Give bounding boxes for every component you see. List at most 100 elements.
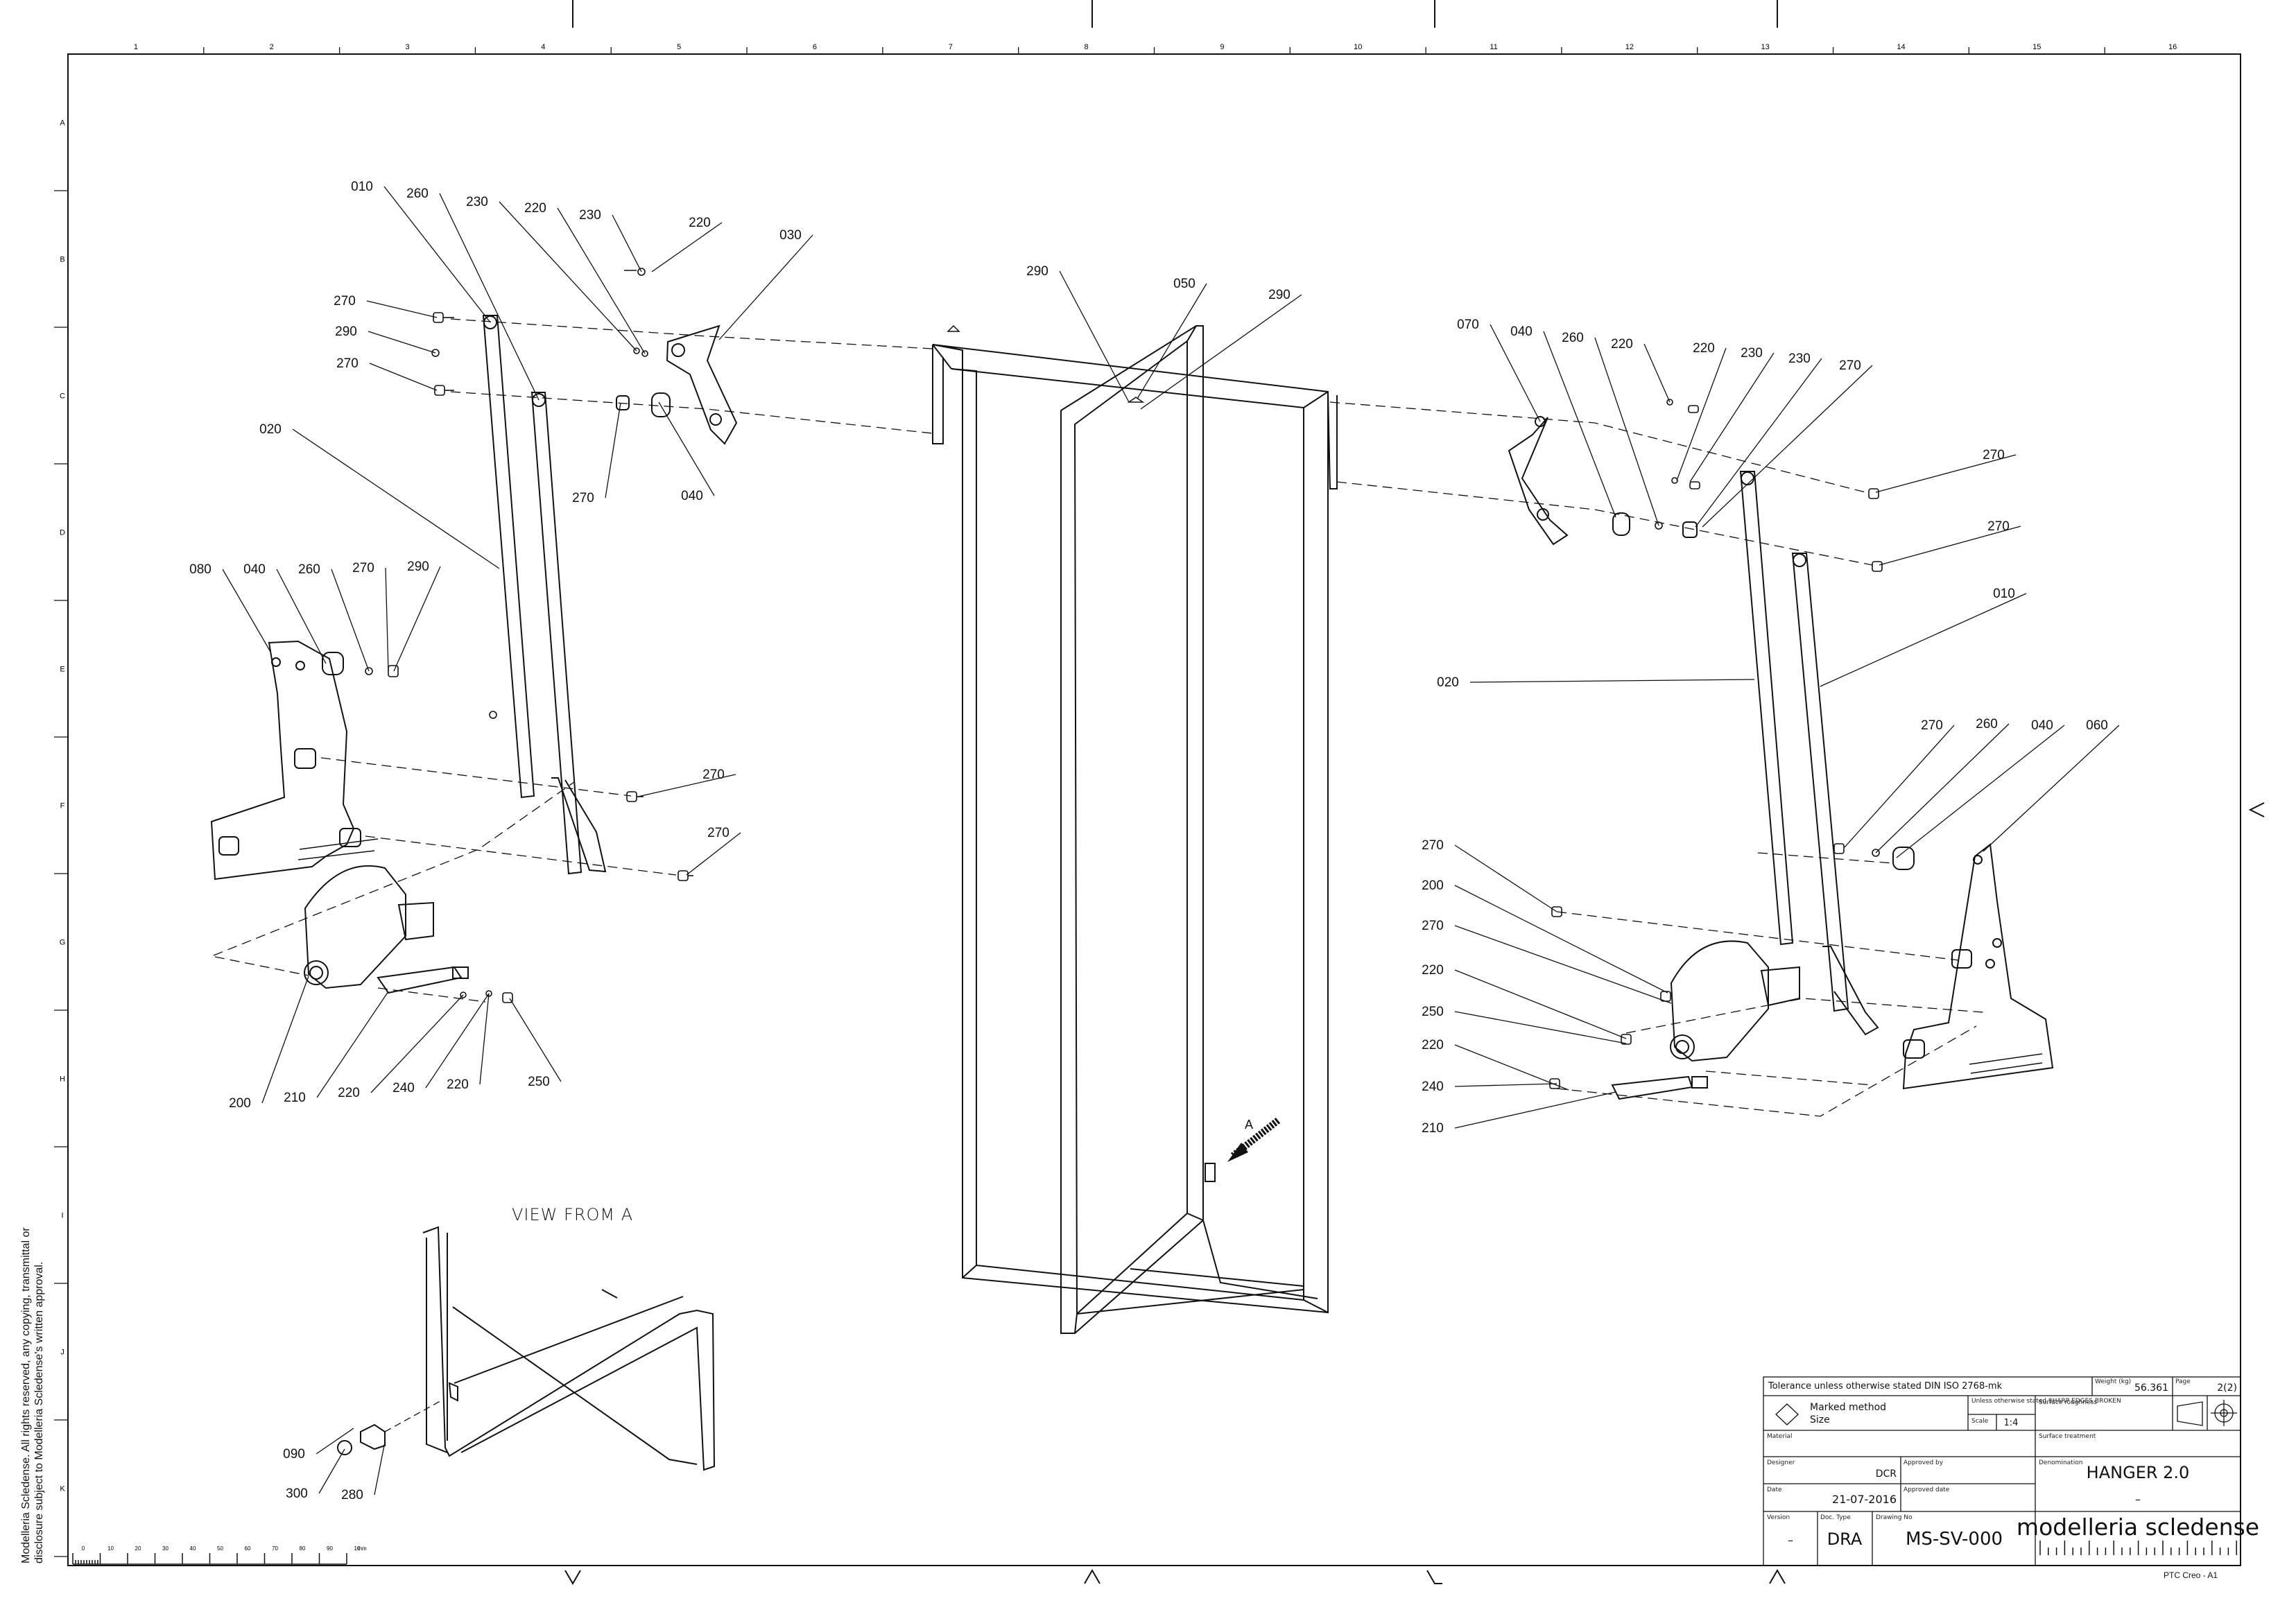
- weight-value: 56.361: [2134, 1382, 2168, 1394]
- leader-line: [509, 998, 562, 1082]
- leader-line: [479, 993, 490, 1085]
- part-callout: 220: [1422, 963, 1444, 978]
- part-callout: 290: [1268, 288, 1291, 302]
- scale-bar-label: 0: [82, 1545, 85, 1552]
- leader-line: [1702, 365, 1873, 528]
- leader-line: [1454, 1091, 1616, 1129]
- part-callout: 280: [341, 1488, 363, 1502]
- denomination-label: Denomination: [2039, 1459, 2082, 1466]
- zone-column-label: 15: [2032, 43, 2041, 51]
- zone-column-label: 6: [813, 43, 817, 51]
- part-callout: 010: [351, 180, 373, 194]
- leader-line: [276, 569, 327, 664]
- view-from-a-drawing: [337, 1226, 716, 1471]
- leader-line: [425, 993, 490, 1089]
- doc-type-label: Doc. Type: [1820, 1514, 1851, 1521]
- zone-column-label: 8: [1085, 43, 1089, 51]
- denomination-value: HANGER 2.0: [2087, 1463, 2190, 1482]
- zone-row-label: C: [60, 392, 65, 401]
- surface-roughness-label: Surface roughness: [2039, 1399, 2097, 1406]
- part-callout: 290: [335, 324, 357, 339]
- date-value: 21-07-2016: [1832, 1493, 1897, 1506]
- zone-row-label: G: [60, 939, 66, 947]
- part-callout: 220: [1693, 341, 1715, 356]
- part-callout: 220: [689, 216, 711, 230]
- edges-note: Unless otherwise stated SHARP EDGES BROK…: [1971, 1398, 2121, 1405]
- part-callout: 020: [259, 422, 282, 437]
- part-callout: 270: [1983, 448, 2005, 462]
- leader-line: [612, 214, 642, 272]
- leader-line: [261, 976, 309, 1104]
- scale-bar-label: 10: [354, 1545, 361, 1552]
- zone-row-label: K: [60, 1485, 65, 1493]
- leader-line: [1820, 593, 2027, 687]
- zone-row-label: F: [60, 802, 65, 810]
- part-callout: 030: [779, 228, 802, 243]
- sheet-frame: [67, 0, 2265, 1585]
- designer-value: DCR: [1876, 1468, 1897, 1480]
- cad-tool-note: PTC Creo - A1: [2164, 1570, 2218, 1580]
- scale-bar-label: 30: [162, 1545, 169, 1552]
- leader-line: [222, 569, 271, 652]
- part-callout: 230: [1788, 352, 1811, 366]
- scale-bar-label: 90: [327, 1545, 333, 1552]
- leader-line: [1490, 324, 1541, 422]
- leader-line: [1454, 1011, 1627, 1044]
- leader-line: [383, 186, 491, 323]
- part-callout: 080: [189, 562, 212, 577]
- part-callout: 270: [572, 491, 594, 505]
- part-callout: 270: [336, 356, 359, 371]
- view-a-arrow: [1227, 1118, 1281, 1162]
- company-logo-ruler: [2039, 1541, 2237, 1555]
- part-callout: 260: [1562, 331, 1584, 345]
- page-value: 2(2): [2217, 1382, 2237, 1394]
- scale-bar-label: 80: [300, 1545, 306, 1552]
- zone-column-label: 11: [1490, 43, 1497, 51]
- leader-line: [1543, 331, 1616, 518]
- copyright-note: Modelleria Scledense. All rights reserve…: [20, 1227, 45, 1563]
- part-callout: 250: [528, 1075, 550, 1089]
- scale-value: 1:4: [2004, 1418, 2019, 1428]
- leader-line: [316, 991, 389, 1098]
- part-callout: 040: [681, 489, 703, 503]
- fasteners: [365, 268, 1883, 1089]
- designer-label: Designer: [1767, 1459, 1795, 1466]
- leader-line: [637, 774, 736, 797]
- leader-line: [1875, 723, 2010, 853]
- page-label: Page: [2175, 1378, 2191, 1385]
- zone-row-label: H: [60, 1075, 65, 1084]
- leader-line: [1454, 969, 1627, 1039]
- zone-column-label: 2: [270, 43, 274, 51]
- part-callout: 210: [1422, 1121, 1444, 1136]
- leader-line: [369, 363, 438, 391]
- size-label: Size: [1810, 1414, 1830, 1425]
- leader-line: [370, 994, 464, 1093]
- leader-line: [1676, 347, 1727, 481]
- zone-row-label: J: [60, 1349, 64, 1357]
- part-callout: 270: [1921, 718, 1943, 733]
- part-callout: 220: [447, 1077, 469, 1092]
- part-callout: 290: [1026, 264, 1048, 279]
- scale-bar-label: 50: [217, 1545, 223, 1552]
- leader-line: [318, 1448, 345, 1494]
- drawing-no-label: Drawing No: [1876, 1514, 1913, 1521]
- leader-line: [1454, 1044, 1569, 1091]
- version-value: –: [1788, 1534, 1793, 1547]
- leader-line: [651, 222, 723, 272]
- part-callout: 270: [1422, 919, 1444, 933]
- scale-bar-label: 60: [245, 1545, 251, 1552]
- leader-line: [316, 1428, 354, 1455]
- scale-bar: [72, 1553, 347, 1565]
- zone-row-label: B: [60, 256, 64, 264]
- part-callout: 260: [1976, 717, 1998, 731]
- surface-treatment-label: Surface treatment: [2039, 1433, 2096, 1440]
- title-block-text: Tolerance unless otherwise stated DIN IS…: [1767, 1378, 2259, 1550]
- zone-column-label: 9: [1220, 43, 1224, 51]
- leader-line: [1643, 343, 1671, 403]
- part-callout: 220: [338, 1086, 360, 1100]
- drawing-no-value: MS-SV-000: [1906, 1529, 2003, 1550]
